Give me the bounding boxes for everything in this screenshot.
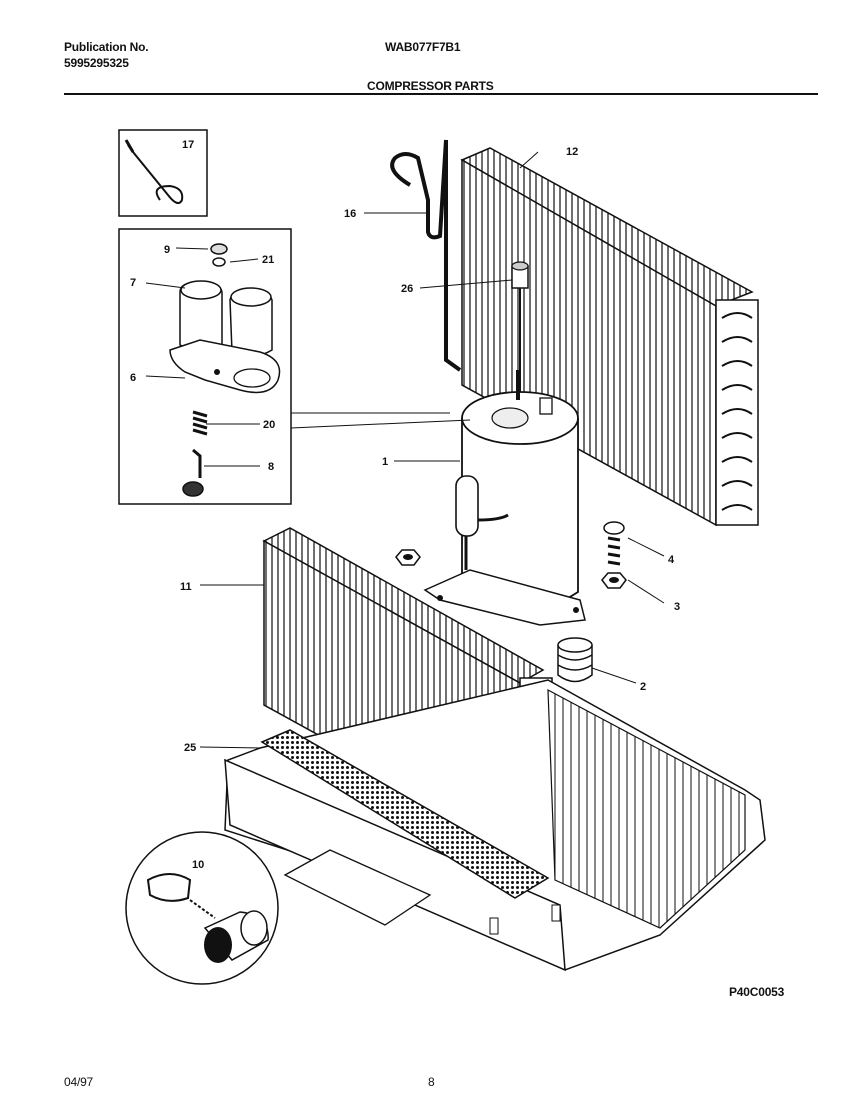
condenser-coil [460,147,759,527]
fitting-26 [511,261,529,395]
inset-box-terminal-parts [118,228,292,505]
callout-1: 1 [382,456,388,468]
footer-date: 04/97 [64,1075,94,1089]
callout-2: 2 [640,681,646,693]
callout-26: 26 [401,283,413,295]
callout-9: 9 [164,244,170,256]
callout-7: 7 [130,277,136,289]
mounting-hardware [395,521,627,589]
base-pan [224,679,766,972]
callout-25: 25 [184,742,196,754]
publication-label: Publication No. [64,40,149,54]
grommet [557,637,593,683]
callout-10: 10 [192,859,204,871]
air-filter [260,729,550,899]
callout-4: 4 [668,554,675,566]
callout-12: 12 [566,146,578,158]
callout-17: 17 [182,139,194,151]
compressor [423,370,586,626]
callout-11: 11 [180,581,192,593]
callout-16: 16 [344,208,356,220]
callout-8: 8 [268,461,274,473]
callout-21: 21 [262,254,274,266]
callout-3: 3 [674,601,680,613]
callout-6: 6 [130,372,136,384]
diagram-code: P40C0053 [729,985,785,999]
model-number: WAB077F7B1 [385,40,461,54]
publication-number: 5995295325 [64,56,129,70]
callout-20: 20 [263,419,275,431]
inset-box-17 [118,129,208,217]
discharge-tube [390,139,462,372]
leader-lines [145,151,665,749]
page-number: 8 [428,1075,435,1089]
section-title: COMPRESSOR PARTS [367,79,494,93]
detail-circle-10 [125,831,279,985]
header-rule [64,93,818,95]
